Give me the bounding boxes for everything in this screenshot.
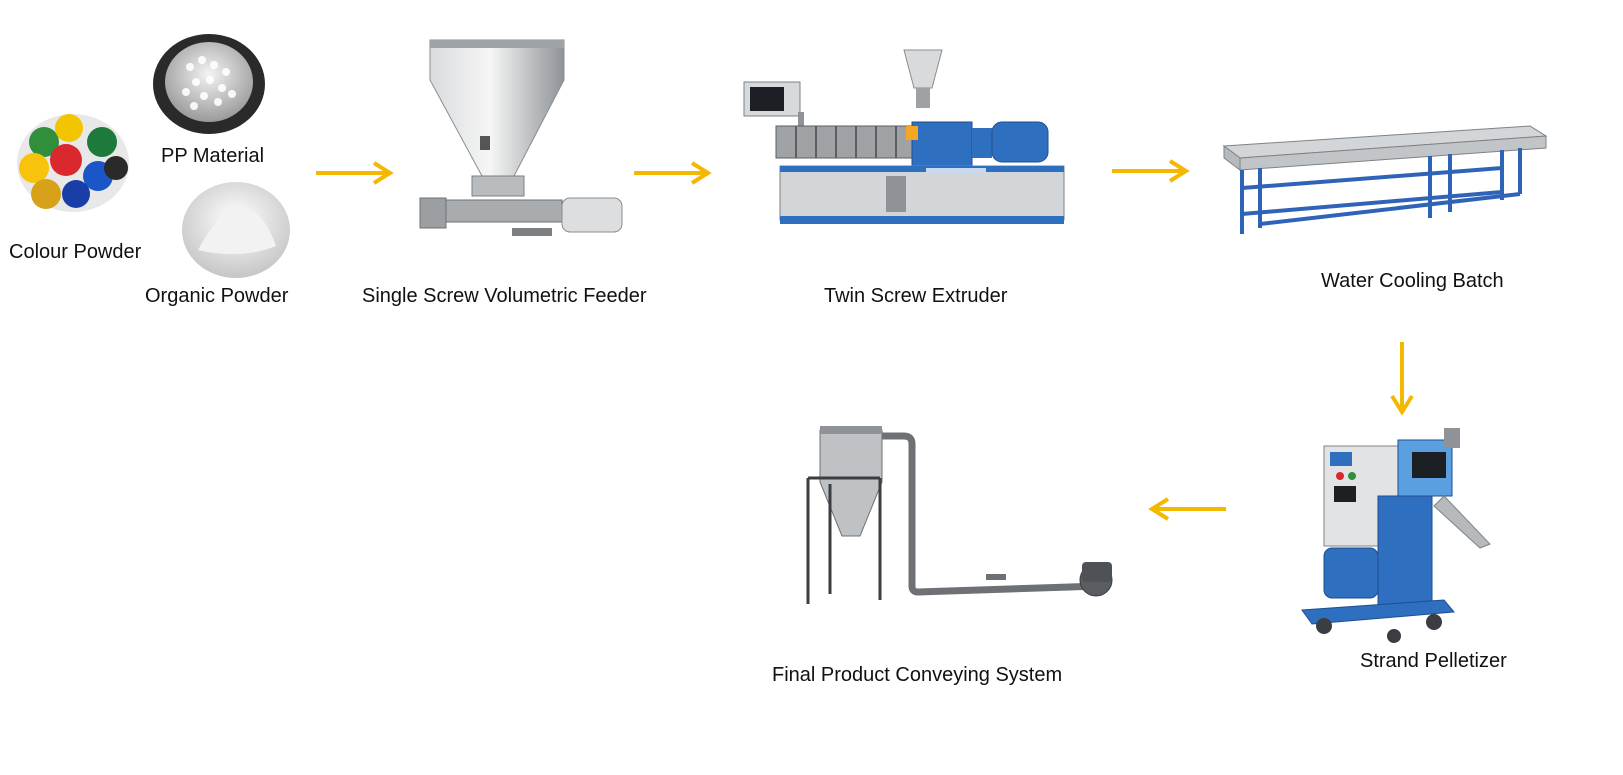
extruder-label: Twin Screw Extruder: [824, 285, 1008, 307]
strand-pelletizer-image: [1294, 422, 1494, 644]
water-cooling-bath-image: [1220, 118, 1550, 242]
colour-powder-image: [14, 112, 132, 214]
pp-material-label: PP Material: [161, 145, 265, 167]
cooling-label: Water Cooling Batch: [1321, 270, 1504, 292]
twin-screw-extruder-image: [736, 48, 1072, 234]
arrow-icon: [632, 160, 712, 186]
conveying-label: Final Product Conveying System: [772, 664, 1063, 686]
arrow-icon: [1146, 496, 1228, 522]
volumetric-feeder-image: [412, 36, 628, 246]
arrow-icon: [1389, 340, 1415, 416]
pp-material-image: [150, 32, 268, 136]
colour-powder-label: Colour Powder: [9, 241, 142, 263]
organic-powder-image: [180, 180, 292, 280]
arrow-icon: [1110, 158, 1190, 184]
arrow-icon: [314, 160, 394, 186]
organic-powder-label: Organic Powder: [145, 285, 289, 307]
conveying-system-image: [800, 420, 1122, 608]
feeder-label: Single Screw Volumetric Feeder: [362, 285, 647, 307]
pelletizer-label: Strand Pelletizer: [1360, 650, 1507, 672]
